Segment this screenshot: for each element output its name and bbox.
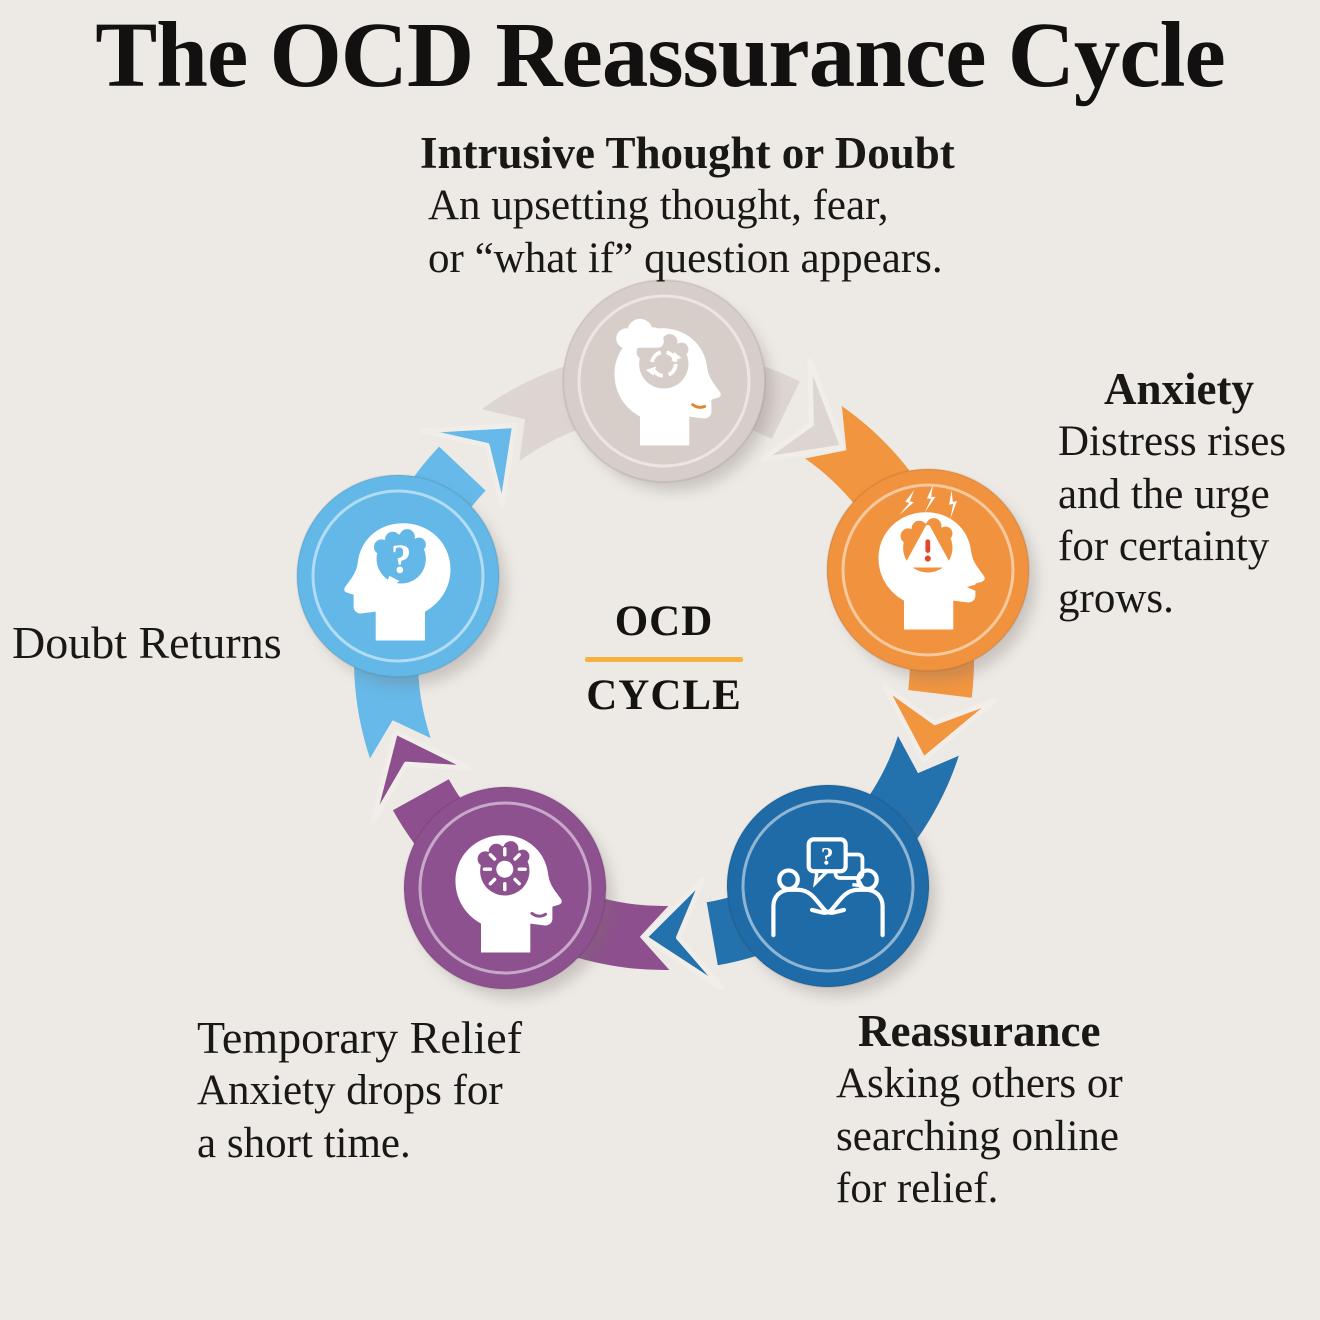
thinking-head-cloud-cycle-icon xyxy=(614,318,721,446)
node-body-line: grows. xyxy=(1058,575,1174,623)
lightning-bolts-icon xyxy=(899,485,957,520)
node-body-line: for relief. xyxy=(836,1165,999,1212)
center-label-top: OCD xyxy=(614,598,714,645)
speech-bubbles-icon: ? xyxy=(806,837,865,888)
node-body-line: Asking others or xyxy=(836,1060,1123,1108)
node-heading: Doubt Returns xyxy=(12,617,282,668)
node-body-line: An upsetting thought, fear, xyxy=(428,182,889,230)
label-anxiety: Anxiety Distress rises and the urge for … xyxy=(1058,363,1286,626)
smile-mouth xyxy=(530,911,548,918)
label-temporary-relief: Temporary Relief Anxiety drops for a sho… xyxy=(197,1011,522,1170)
frown-mouth xyxy=(691,403,707,409)
node-body-line: and the urge xyxy=(1058,470,1270,518)
label-reassurance: Reassurance Asking others or searching o… xyxy=(836,1005,1123,1215)
warning-triangle-icon xyxy=(904,524,951,568)
node-body-line: searching online xyxy=(836,1112,1119,1160)
sun-icon xyxy=(482,847,527,892)
center-divider xyxy=(585,657,743,663)
node-heading: Reassurance xyxy=(858,1006,1101,1056)
arrowhead-to-reassurance xyxy=(882,684,997,763)
label-doubt-returns: Doubt Returns xyxy=(12,616,282,670)
node-body-line: Anxiety drops for xyxy=(197,1067,503,1115)
anxious-head-alert-icon xyxy=(878,485,986,630)
bubble-tail xyxy=(384,575,400,592)
arrowhead-to-anxiety xyxy=(759,358,846,463)
arrowhead-to-doubt xyxy=(370,729,472,824)
conversation-question-icon: ? xyxy=(771,837,885,938)
cloud-icon xyxy=(616,318,664,349)
node-reassurance-circle xyxy=(726,784,930,988)
question-mark-glyph: ? xyxy=(391,537,411,582)
arrowhead-to-intrusive xyxy=(419,423,518,509)
label-intrusive-thought: Intrusive Thought or Doubt An upsetting … xyxy=(420,127,955,285)
node-body-line: a short time. xyxy=(197,1119,411,1167)
question-mark-glyph: ? xyxy=(821,844,834,871)
brain-cutout xyxy=(636,334,689,389)
node-heading: Temporary Relief xyxy=(197,1012,523,1063)
doubt-head-question-icon: ? xyxy=(344,523,451,641)
node-body-line: Distress rises xyxy=(1058,418,1287,466)
node-heading: Anxiety xyxy=(1104,364,1254,414)
relief-head-sun-icon xyxy=(455,835,562,953)
node-body-line: or “what if” question appears. xyxy=(428,234,943,282)
page-title: The OCD Reassurance Cycle xyxy=(95,4,1226,107)
node-heading: Intrusive Thought or Doubt xyxy=(420,128,955,178)
open-mouth xyxy=(966,581,986,596)
brain-cutout xyxy=(374,529,426,584)
arrowhead-to-relief xyxy=(642,877,725,991)
center-label-bottom: CYCLE xyxy=(586,672,742,720)
center-label: OCD CYCLE xyxy=(563,599,765,718)
node-body-line: for certainty xyxy=(1058,523,1270,570)
